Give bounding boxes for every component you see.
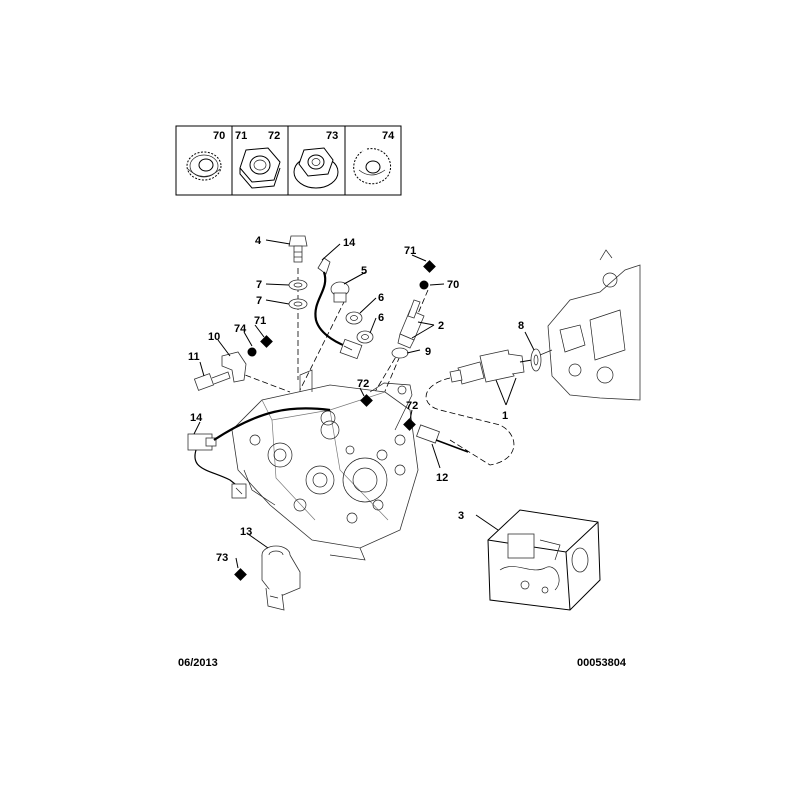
marker-72-right <box>403 418 416 431</box>
callout-labels: 4 14 7 7 5 6 6 71 70 2 9 8 1 10 74 71 11… <box>188 235 524 564</box>
part-10-bracket <box>221 351 247 383</box>
callout-70: 70 <box>447 279 459 291</box>
callout-10: 10 <box>208 331 220 343</box>
flange-nut-icon <box>293 147 339 189</box>
engine-block-partial <box>539 249 641 401</box>
part-2-temperature-sensor <box>397 299 425 349</box>
part-1-stop-solenoid <box>449 349 533 385</box>
callout-7-upper: 7 <box>256 279 262 291</box>
legend-label-73: 73 <box>326 130 338 142</box>
marker-73 <box>234 568 247 581</box>
part-7-washers <box>288 279 308 310</box>
part-5-banjo-bolt <box>330 281 350 303</box>
marker-71-top <box>423 260 436 273</box>
callout-14-top: 14 <box>343 237 356 249</box>
callout-11: 11 <box>188 351 200 363</box>
callout-9: 9 <box>425 346 431 358</box>
part-3-kit-box <box>487 509 601 611</box>
callout-13: 13 <box>240 526 252 538</box>
callout-74: 74 <box>234 323 247 335</box>
fastener-legend-box: 70 71 72 73 74 <box>175 125 402 196</box>
part-6-seals <box>345 311 374 344</box>
part-4-bolt <box>288 235 308 263</box>
callout-72-mid: 72 <box>357 378 369 390</box>
callout-8: 8 <box>518 320 524 332</box>
callout-leaders <box>193 239 535 569</box>
marker-74 <box>247 347 257 357</box>
callout-71-left: 71 <box>254 315 266 327</box>
callout-72-right: 72 <box>406 400 418 412</box>
legend-label-72: 72 <box>268 130 280 142</box>
split-lock-washer-icon <box>353 148 391 185</box>
part-14-sensor-left <box>187 407 331 499</box>
callout-14-left: 14 <box>190 412 203 424</box>
date-code: 06/2013 <box>178 657 218 669</box>
injection-pump-assembly <box>231 369 419 561</box>
part-9-o-ring <box>391 347 409 359</box>
marker-70 <box>419 280 429 290</box>
legend-label-74: 74 <box>382 130 395 142</box>
callout-12: 12 <box>436 472 448 484</box>
callout-6-upper: 6 <box>378 292 384 304</box>
callout-3: 3 <box>458 510 464 522</box>
marker-71-left <box>260 335 273 348</box>
document-number: 00053804 <box>577 657 626 669</box>
legend-label-70: 70 <box>213 130 225 142</box>
callout-1: 1 <box>502 410 508 422</box>
hardware-markers <box>234 260 436 581</box>
part-13-position-sensor <box>261 545 301 611</box>
hex-nut-icon <box>239 147 281 189</box>
part-12-pipe-union <box>416 424 469 453</box>
callout-5: 5 <box>361 265 367 277</box>
callout-4: 4 <box>255 235 262 247</box>
legend-label-71: 71 <box>235 130 247 142</box>
part-8-seal <box>530 348 542 372</box>
part-14-sensor-top <box>314 257 363 360</box>
marker-72-mid <box>360 394 373 407</box>
callout-7-lower: 7 <box>256 295 262 307</box>
callout-6-lower: 6 <box>378 312 384 324</box>
callout-2: 2 <box>438 320 444 332</box>
part-11-bolt <box>193 371 231 391</box>
callout-73: 73 <box>216 552 228 564</box>
callout-71-top: 71 <box>404 245 416 257</box>
serrated-washer-icon <box>186 151 222 181</box>
